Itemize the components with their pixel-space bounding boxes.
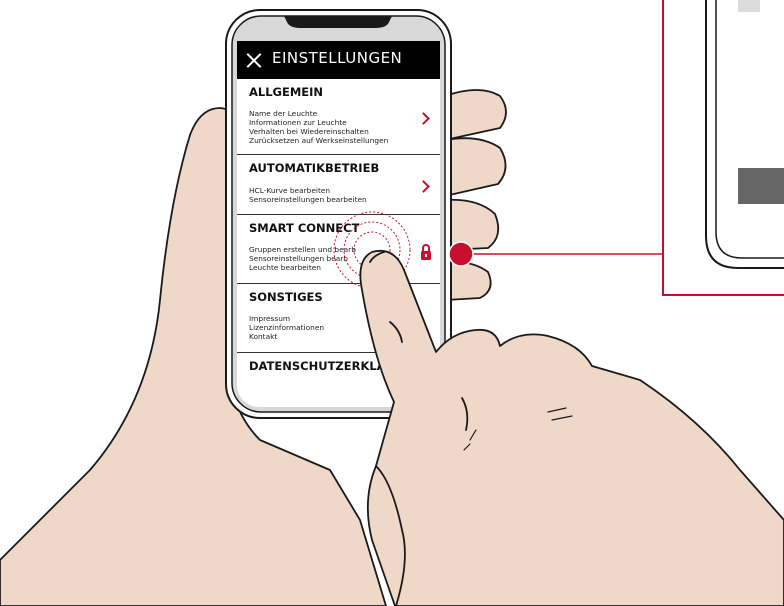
callout-dot — [449, 242, 473, 266]
right-hand — [360, 251, 784, 606]
